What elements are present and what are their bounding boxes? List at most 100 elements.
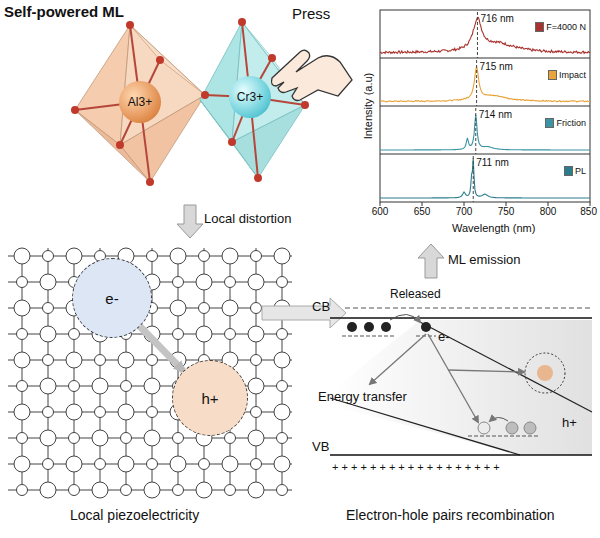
label: h+ xyxy=(562,416,577,430)
lattice-atom xyxy=(274,456,290,472)
lattice-atom xyxy=(43,459,54,470)
lattice-atom xyxy=(251,251,262,262)
node-text: Al3+ xyxy=(128,95,152,109)
lattice-atom xyxy=(69,381,80,392)
lattice-atom xyxy=(199,303,210,314)
lattice-atom xyxy=(43,407,54,418)
connector-arrow xyxy=(140,327,183,371)
lattice-atom xyxy=(69,485,80,496)
axis-tick xyxy=(548,202,549,206)
legend-text: Impact xyxy=(559,70,586,80)
lattice-atom xyxy=(170,248,186,264)
lattice xyxy=(8,248,292,498)
lattice-atom xyxy=(14,300,30,316)
lattice-atom xyxy=(40,482,56,498)
legend-item: PL xyxy=(564,166,586,176)
lattice-atom xyxy=(170,300,186,316)
label: Electron-hole pairs recombination xyxy=(346,508,555,523)
lattice-atom xyxy=(66,248,82,264)
legend-swatch xyxy=(564,166,573,176)
block-arrow xyxy=(177,205,203,238)
lattice-atom xyxy=(251,459,262,470)
lattice-atom xyxy=(248,482,264,498)
lattice-atom xyxy=(14,248,30,264)
legend-text: F=4000 N xyxy=(546,22,586,32)
lattice-atom xyxy=(225,433,236,444)
chart-frame xyxy=(380,10,590,202)
lattice-atom xyxy=(199,459,210,470)
lattice-atom xyxy=(251,355,262,366)
axis-tick xyxy=(590,202,591,206)
label: + + + + + + + + + + + + + + + + + + xyxy=(332,461,500,473)
lattice-atom xyxy=(121,485,132,496)
panel-divider xyxy=(380,58,590,59)
spectrum-trace xyxy=(380,115,590,150)
legend-text: Friction xyxy=(556,118,586,128)
lattice-atom xyxy=(199,251,210,262)
node-text: e- xyxy=(105,290,118,307)
label: Local distortion xyxy=(204,212,291,226)
peak-marker xyxy=(476,60,477,106)
axis-tick xyxy=(464,202,465,206)
lattice-atom xyxy=(147,407,158,418)
lattice-atom xyxy=(17,329,28,340)
lattice-atom xyxy=(92,482,108,498)
lattice-atom xyxy=(196,482,212,498)
lattice-atom xyxy=(66,404,82,420)
label: 715 nm xyxy=(480,61,513,72)
lattice-atom xyxy=(248,430,264,446)
peak-marker xyxy=(477,12,478,58)
lattice-atom xyxy=(225,329,236,340)
block-arrow xyxy=(418,244,444,278)
legend-swatch xyxy=(548,70,557,80)
lattice-atom xyxy=(277,277,288,288)
label: 711 nm xyxy=(476,157,509,168)
label: e- xyxy=(438,330,450,344)
legend-item: F=4000 N xyxy=(535,22,586,32)
lattice-atom xyxy=(147,251,158,262)
axis-tick xyxy=(422,202,423,206)
lattice-atom xyxy=(251,303,262,314)
lattice-atom xyxy=(92,378,108,394)
lattice-atom xyxy=(248,326,264,342)
cr-octahedron xyxy=(200,22,305,178)
lattice-atom xyxy=(118,404,134,420)
label: Intensity (a.u) xyxy=(362,73,374,140)
lattice-atom xyxy=(277,485,288,496)
spectrum-chart xyxy=(380,10,590,206)
charge-cloud: e- xyxy=(72,258,152,338)
oxygen-atoms xyxy=(71,18,309,186)
lattice-atom xyxy=(118,352,134,368)
lattice-atom xyxy=(144,482,160,498)
lattice-atom xyxy=(173,433,184,444)
label: Press xyxy=(292,6,330,23)
lattice-atom xyxy=(274,352,290,368)
block-arrow xyxy=(262,298,346,328)
lattice-atom xyxy=(222,248,238,264)
lattice-atom xyxy=(144,430,160,446)
lattice-atom xyxy=(251,407,262,418)
legend-item: Impact xyxy=(548,70,586,80)
lattice-atom xyxy=(222,300,238,316)
label: 714 nm xyxy=(479,109,512,120)
label: Released xyxy=(390,288,441,301)
lattice-atom xyxy=(92,430,108,446)
label: 850 xyxy=(580,206,597,217)
lattice-atom xyxy=(40,378,56,394)
lattice-atom xyxy=(196,326,212,342)
lattice-atom xyxy=(144,378,160,394)
axis-tick xyxy=(380,202,381,206)
label: CB xyxy=(312,300,330,314)
label: VB xyxy=(312,440,329,454)
lattice-atom xyxy=(274,248,290,264)
lattice-atom xyxy=(277,329,288,340)
lattice-atom xyxy=(43,355,54,366)
lattice-atom xyxy=(66,352,82,368)
ion-sphere: Cr3+ xyxy=(229,76,271,118)
ion-sphere: Al3+ xyxy=(119,81,161,123)
lattice-atom xyxy=(69,329,80,340)
charge-cloud: h+ xyxy=(172,360,248,436)
label: 750 xyxy=(498,206,515,217)
node-text: h+ xyxy=(201,390,218,407)
